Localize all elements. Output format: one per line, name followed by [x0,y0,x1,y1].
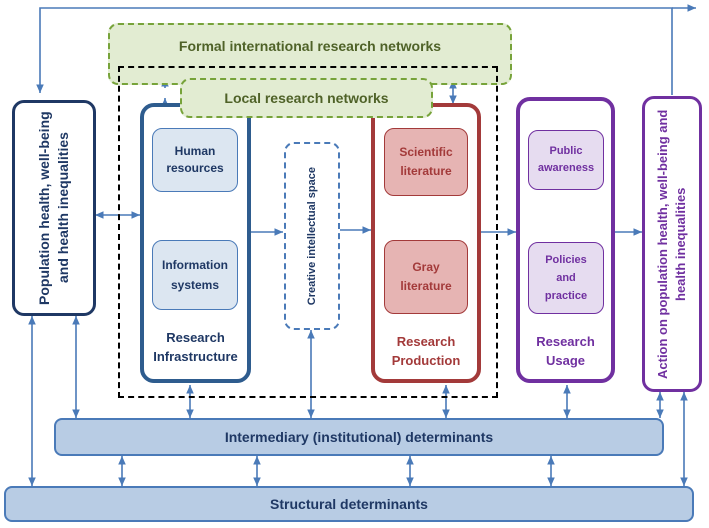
scientific-literature-node: Scientific literature [384,128,468,196]
structural-determinants-bar: Structural determinants [4,486,694,522]
human-resources-node: Human resources [152,128,238,192]
intermediary-determinants-bar: Intermediary (institutional) determinant… [54,418,664,456]
action-label: Action on population health, well-being … [655,109,688,379]
local-networks-box: Local research networks [180,78,433,118]
research-usage-label: Research Usage [536,334,595,368]
creative-space-label: Creative intellectual space [306,166,318,306]
local-networks-label: Local research networks [224,90,389,106]
population-health-label: Population health, well-being and health… [36,111,71,305]
research-system-boundary [118,66,498,398]
structural-determinants-label: Structural determinants [270,496,428,512]
policies-practice-node: Policies and practice [528,242,604,314]
action-box: Action on population health, well-being … [642,96,702,392]
population-health-box: Population health, well-being and health… [12,100,96,316]
information-systems-node: Information systems [152,240,238,310]
research-infrastructure-label: Research Infrastructure [153,330,238,364]
creative-space-box: Creative intellectual space [284,142,340,330]
research-production-label: Research Production [391,334,461,368]
public-awareness-node: Public awareness [528,130,604,190]
gray-literature-node: Gray literature [384,240,468,314]
formal-networks-label: Formal international research networks [178,38,442,54]
intermediary-determinants-label: Intermediary (institutional) determinant… [224,429,494,445]
